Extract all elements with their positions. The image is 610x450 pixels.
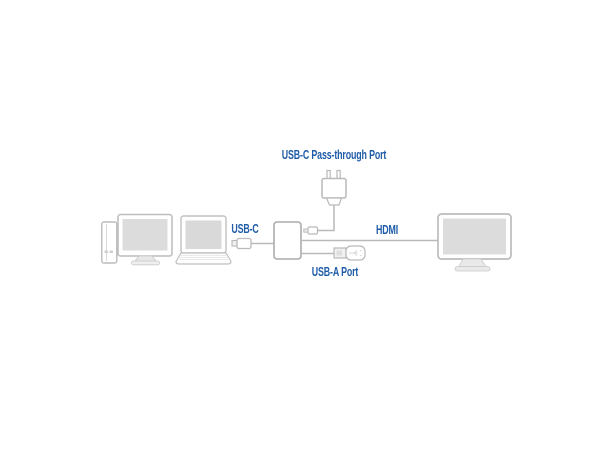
desktop-computer-icon	[101, 213, 173, 266]
label-usb-a-port: USB-A Port	[311, 264, 359, 279]
label-usb-c-passthrough-port: USB-C Pass-through Port	[281, 147, 387, 162]
label-hdmi: HDMI	[375, 222, 399, 237]
external-monitor-icon	[437, 213, 512, 272]
label-usb-c: USB-C	[231, 221, 259, 236]
usb-trident-icon	[349, 250, 362, 256]
usb-flash-drive-icon	[301, 245, 366, 261]
usb-c-connector-icon	[231, 237, 274, 250]
power-plug-icon	[303, 169, 347, 235]
usb-c-hub-icon	[273, 221, 302, 260]
passthrough-cable	[317, 205, 335, 232]
laptop-icon	[175, 215, 232, 265]
